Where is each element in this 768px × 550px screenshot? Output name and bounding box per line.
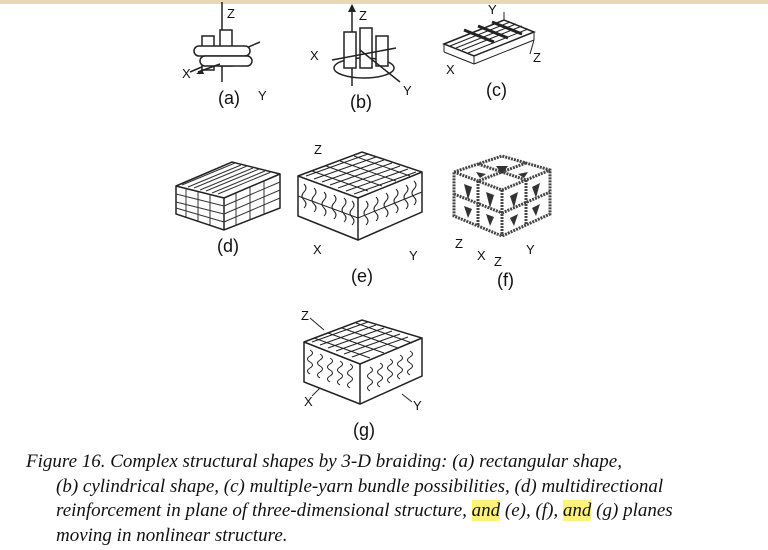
axis-label: Z — [301, 308, 309, 323]
axis-label: Z — [494, 254, 502, 269]
axis-label: X — [446, 62, 455, 77]
axis-label: Y — [526, 242, 535, 257]
caption-text: (g) planes — [591, 500, 673, 521]
panel-label-c: (c) — [486, 80, 507, 100]
figure-e-drawing — [292, 146, 428, 246]
figure-a-drawing — [180, 0, 270, 90]
caption-text: moving in nonlinear structure. — [56, 524, 288, 546]
axis-label: Z — [314, 142, 322, 157]
axis-label: Y — [488, 2, 497, 17]
figure-f-drawing — [446, 152, 556, 242]
caption-text: reinforcement in plane of three-dimensio… — [56, 500, 472, 521]
figure-b-drawing — [322, 2, 412, 94]
axis-label: X — [313, 242, 322, 257]
axis-label: Y — [403, 83, 412, 98]
axis-label: Y — [413, 398, 422, 413]
figure-g-drawing — [298, 314, 428, 410]
figure-c-drawing — [434, 10, 544, 76]
figure-caption: Figure 16. Complex structural shapes by … — [26, 450, 746, 548]
top-border — [0, 0, 768, 4]
highlighted-word: and — [471, 500, 501, 521]
axis-label: Y — [409, 248, 418, 263]
panel-label-d: (d) — [217, 236, 239, 256]
axis-label: X — [477, 248, 486, 263]
panel-label-e: (e) — [351, 266, 373, 286]
axis-label: X — [304, 394, 313, 409]
axis-label: Z — [227, 6, 235, 21]
axis-label: Z — [455, 236, 463, 251]
axis-label: Z — [533, 50, 541, 65]
axis-label: Z — [359, 8, 367, 23]
axis-label: X — [182, 66, 191, 81]
caption-text: (b) cylindrical shape, (c) multiple-yarn… — [56, 475, 664, 497]
panel-label-b: (b) — [350, 92, 372, 112]
caption-line: (b) cylindrical shape, (c) multiple-yarn… — [26, 475, 746, 549]
caption-line: Figure 16. Complex structural shapes by … — [26, 451, 622, 472]
axis-label: X — [310, 48, 319, 63]
figure-d-drawing — [172, 158, 284, 234]
panel-label-f: (f) — [497, 270, 514, 290]
caption-text: (e), (f), — [500, 500, 563, 521]
panel-label-g: (g) — [353, 420, 375, 440]
axis-label: Y — [258, 88, 267, 103]
panel-label-a: (a) — [218, 88, 240, 108]
highlighted-word: and — [562, 500, 592, 521]
